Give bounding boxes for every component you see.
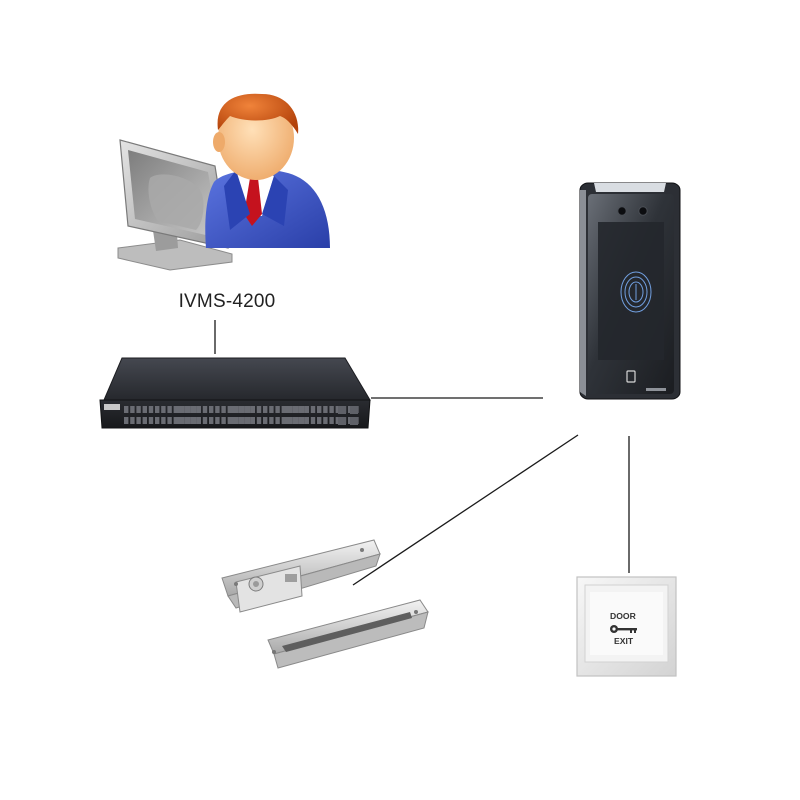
switch-port — [323, 406, 328, 413]
workstation-label: IVMS-4200 — [178, 291, 276, 312]
switch-port — [167, 417, 172, 424]
switch-port — [317, 417, 322, 424]
switch-port — [124, 406, 129, 413]
switch-port — [286, 406, 291, 413]
switch-port — [256, 417, 262, 424]
switch-port — [286, 417, 291, 424]
switch-port — [298, 406, 303, 413]
switch-port — [136, 406, 141, 413]
switch-port — [130, 417, 135, 424]
switch-port — [232, 406, 237, 413]
switch-port — [310, 406, 316, 413]
network-switch-icon — [99, 357, 371, 429]
switch-port — [184, 406, 189, 413]
switch-port — [227, 406, 232, 413]
switch-port — [263, 417, 268, 424]
switch-port — [335, 406, 340, 413]
switch-port — [238, 406, 243, 413]
switch-port-array — [124, 406, 359, 424]
switch-port — [190, 406, 195, 413]
switch-port — [238, 417, 243, 424]
switch-port — [250, 417, 255, 424]
face-recognition-terminal-icon — [579, 182, 681, 400]
switch-port — [161, 417, 166, 424]
switch-port — [130, 406, 135, 413]
switch-port — [263, 406, 268, 413]
switch-port — [215, 417, 220, 424]
switch-port — [298, 417, 303, 424]
switch-port — [221, 406, 226, 413]
switch-port — [256, 406, 262, 413]
switch-port — [155, 406, 160, 413]
switch-port — [167, 406, 172, 413]
switch-port — [184, 417, 189, 424]
switch-port — [304, 406, 309, 413]
switch-port — [209, 406, 214, 413]
switch-port — [190, 417, 195, 424]
switch-port — [269, 406, 274, 413]
switch-port — [304, 417, 309, 424]
switch-port — [178, 417, 183, 424]
switch-port — [196, 417, 201, 424]
switch-port — [244, 406, 249, 413]
exit-button-icon: DOOR EXIT — [576, 576, 677, 677]
switch-port — [310, 417, 316, 424]
switch-port — [173, 417, 178, 424]
switch-port — [335, 417, 340, 424]
key-icon — [610, 625, 637, 633]
switch-port — [292, 406, 297, 413]
switch-port — [148, 406, 154, 413]
switch-port — [142, 417, 147, 424]
switch-port — [161, 406, 166, 413]
switch-port — [281, 417, 286, 424]
switch-port — [292, 417, 297, 424]
switch-port — [202, 417, 208, 424]
switch-port — [250, 406, 255, 413]
fingerprint-icon — [620, 271, 652, 313]
exit-button-label-top: DOOR — [610, 611, 637, 621]
user-at-monitor-icon — [117, 93, 330, 271]
edge-terminal-lock — [352, 434, 579, 586]
switch-port — [281, 406, 286, 413]
switch-port — [155, 417, 160, 424]
electric-bolt-lock-icon — [221, 539, 429, 669]
exit-button-label-bottom: EXIT — [614, 636, 634, 646]
switch-port — [221, 417, 226, 424]
switch-port — [275, 417, 280, 424]
switch-port — [227, 417, 232, 424]
switch-port — [275, 406, 280, 413]
switch-port — [323, 417, 328, 424]
switch-port — [173, 406, 178, 413]
switch-port — [148, 417, 154, 424]
switch-port — [215, 406, 220, 413]
switch-port — [329, 417, 334, 424]
switch-port — [329, 406, 334, 413]
switch-port — [178, 406, 183, 413]
switch-port — [142, 406, 147, 413]
switch-port — [209, 417, 214, 424]
switch-port — [202, 406, 208, 413]
switch-port — [232, 417, 237, 424]
switch-port — [196, 406, 201, 413]
switch-port — [317, 406, 322, 413]
switch-port — [244, 417, 249, 424]
switch-port — [124, 417, 129, 424]
connection-lines — [214, 320, 630, 586]
switch-port — [136, 417, 141, 424]
switch-port — [269, 417, 274, 424]
